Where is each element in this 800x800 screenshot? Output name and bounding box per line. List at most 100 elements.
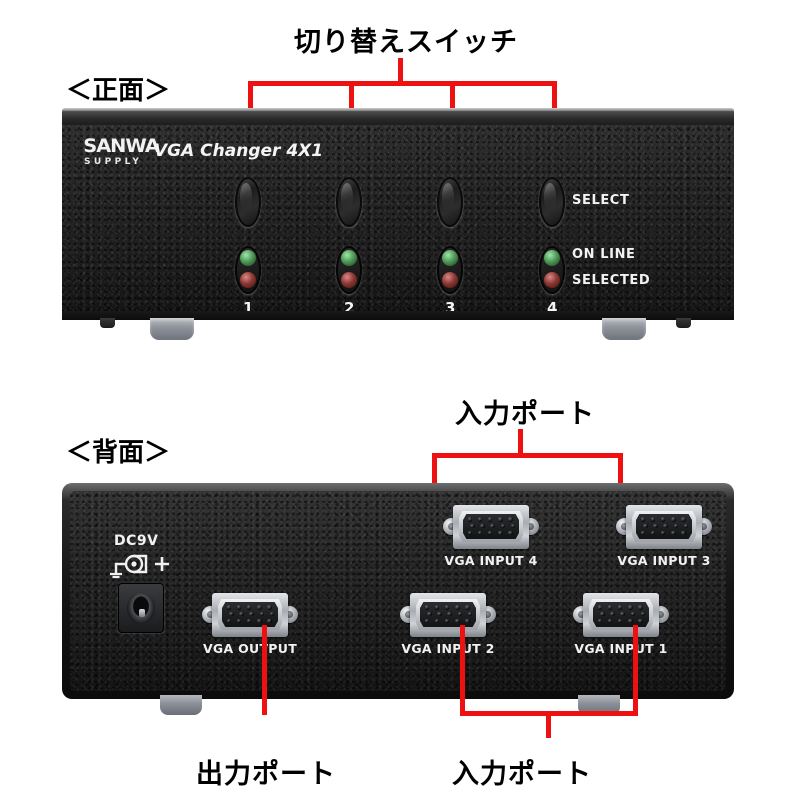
connector-pin — [671, 530, 676, 536]
leader-stem-switch — [398, 58, 403, 83]
connector-pin — [628, 605, 633, 610]
select-button-1[interactable] — [235, 177, 261, 227]
connector-pin — [500, 523, 506, 529]
connector-pin — [424, 605, 430, 610]
led-indicator-2 — [336, 246, 362, 294]
rear-foot-right — [578, 695, 620, 715]
connector-pin — [257, 605, 262, 610]
connector-pin — [434, 605, 440, 610]
leader-stem-input-bottom — [546, 711, 551, 738]
port-number-1: 1 — [243, 299, 254, 317]
vga-port-input-4[interactable]: VGA INPUT 4 — [443, 505, 539, 568]
leader-bar-input-top — [432, 453, 623, 458]
leader-drop-input-2 — [460, 625, 465, 716]
vga-port-label: VGA INPUT 4 — [444, 553, 538, 568]
connector-pin — [444, 618, 450, 624]
connector-pin — [660, 517, 666, 522]
connector-pin — [630, 611, 636, 617]
leader-stem-input-top — [518, 429, 523, 455]
connector-pin — [455, 605, 460, 610]
connector-pin — [236, 605, 242, 610]
model-name: VGA Changer 4X1 — [154, 141, 324, 161]
vga-port-input-1[interactable]: VGA INPUT 1 — [573, 593, 669, 656]
connector-pin — [257, 618, 262, 624]
port-number-2: 2 — [344, 299, 355, 317]
connector-pin — [681, 530, 686, 536]
dc-power-label: DC9V — [114, 533, 159, 549]
connector-pin — [600, 611, 605, 617]
connector-pin — [226, 605, 232, 610]
online-led-3 — [442, 250, 458, 266]
rear-view-label: ＜背面＞ — [66, 438, 171, 468]
connector-pin — [226, 618, 232, 624]
switch-annotation-label: 切り替えスイッチ — [294, 27, 518, 58]
output-port-label: 出力ポート — [196, 759, 336, 790]
connector-pin — [269, 611, 275, 617]
connector-pins — [424, 605, 473, 624]
led-indicator-3 — [437, 246, 463, 294]
connector-pin — [663, 523, 668, 529]
front-panel-device: SANWA SUPPLY VGA Changer 4X1 SELECT ON L… — [62, 108, 734, 340]
connector-pin — [465, 605, 470, 610]
connector-pin — [671, 517, 676, 522]
online-led-1 — [240, 250, 256, 266]
connector-pin — [424, 618, 430, 624]
selected-led-1 — [240, 272, 256, 288]
select-button-3[interactable] — [437, 177, 463, 227]
connector-pin — [477, 517, 483, 522]
brand-subtitle: SUPPLY — [84, 157, 143, 167]
input-port-top-label: 入力ポート — [455, 399, 595, 430]
connector-pin — [239, 611, 244, 617]
connector-pin — [610, 611, 615, 617]
connector-pin — [638, 605, 643, 610]
input-port-bottom-label: 入力ポート — [452, 759, 592, 790]
connector-pin — [490, 523, 495, 529]
connector-pin — [681, 517, 686, 522]
rear-face-plate: DC9V VGA INPUT 4 — [70, 491, 726, 691]
led-indicator-1 — [235, 246, 261, 294]
select-button-2[interactable] — [336, 177, 362, 227]
front-foot-left — [150, 318, 194, 340]
connector-pin — [617, 605, 623, 610]
brand-name: SANWA — [83, 135, 160, 157]
vga-port-label: VGA INPUT 3 — [617, 553, 711, 568]
connector-pin — [427, 611, 432, 617]
dc-polarity-icon — [110, 554, 169, 579]
led-indicator-4 — [539, 246, 565, 294]
connector-pin — [444, 605, 450, 610]
vga-port-label: VGA INPUT 1 — [574, 641, 668, 656]
connector-pin — [455, 618, 460, 624]
vga-port-input-3[interactable]: VGA INPUT 3 — [616, 505, 712, 568]
vga-port-output[interactable]: VGA OUTPUT — [202, 593, 298, 656]
online-label: ON LINE — [572, 247, 636, 262]
connector-pin — [457, 611, 463, 617]
selected-led-2 — [341, 272, 357, 288]
connector-pin — [477, 530, 483, 536]
connector-pin — [487, 530, 493, 536]
leader-bar-switch — [248, 81, 557, 86]
vga-port-input-2[interactable]: VGA INPUT 2 — [400, 593, 496, 656]
front-top-bevel — [62, 108, 734, 126]
selected-led-4 — [544, 272, 560, 288]
vga-port-label: VGA OUTPUT — [202, 641, 298, 656]
connector-pin — [607, 605, 613, 610]
select-button-4[interactable] — [539, 177, 565, 227]
connector-pin — [660, 530, 666, 536]
connector-pin — [653, 523, 658, 529]
connector-pin — [246, 618, 252, 624]
connector-pin — [643, 523, 648, 529]
dc-power-jack[interactable] — [118, 583, 164, 633]
connector-pin — [597, 605, 603, 610]
connector-pin — [498, 517, 503, 522]
online-led-2 — [341, 250, 357, 266]
connector-pin — [259, 611, 265, 617]
connector-pins — [467, 517, 516, 536]
selected-label: SELECTED — [572, 273, 651, 288]
connector-pin — [673, 523, 679, 529]
connector-pin — [620, 611, 625, 617]
selected-led-3 — [442, 272, 458, 288]
connector-pin — [650, 530, 656, 536]
leader-drop-input-1 — [633, 625, 638, 716]
connector-pin — [267, 605, 272, 610]
connector-pin — [498, 530, 503, 536]
